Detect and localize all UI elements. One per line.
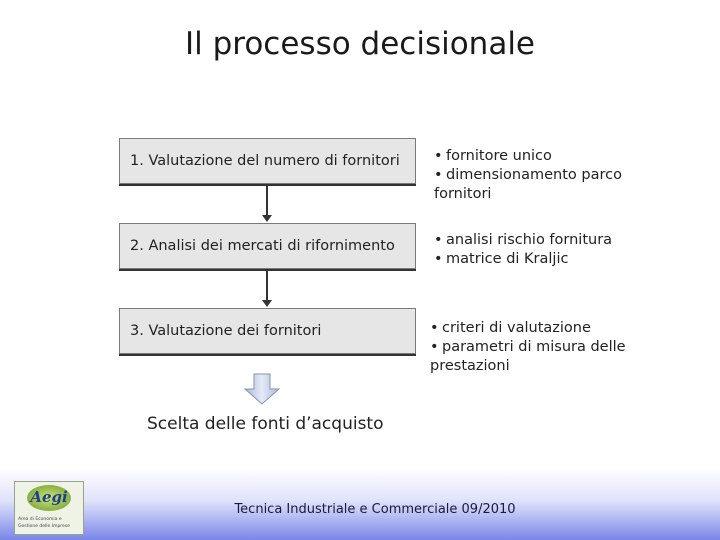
note-item-continuation: fornitori — [434, 186, 492, 202]
aegi-logo: Aegi Area di Economia e Gestione delle I… — [14, 481, 84, 535]
note-item: parametri di misura delle — [430, 338, 650, 357]
note-item: dimensionamento parco — [434, 166, 644, 185]
logo-subtitle: Area di Economia e Gestione delle Impres… — [18, 517, 70, 529]
connector-line-1 — [266, 186, 268, 216]
connector-line-2 — [266, 271, 268, 301]
note-item: matrice di Kraljic — [434, 250, 644, 269]
note-item: criteri di valutazione — [430, 319, 650, 338]
footer-band — [0, 468, 720, 540]
notes-step-2: analisi rischio fornitura matrice di Kra… — [434, 231, 644, 269]
step-box-2: 2. Analisi dei mercati di rifornimento — [119, 223, 416, 269]
result-label: Scelta delle fonti d’acquisto — [147, 414, 384, 434]
block-arrow-down-icon — [243, 373, 281, 405]
logo-emblem-icon — [27, 485, 71, 511]
step-label-2: 2. Analisi dei mercati di rifornimento — [130, 238, 395, 254]
step-box-3: 3. Valutazione dei fornitori — [119, 308, 416, 354]
notes-step-3: criteri di valutazione parametri di misu… — [430, 319, 650, 376]
note-item-continuation: prestazioni — [430, 358, 510, 374]
note-item: fornitore unico — [434, 147, 644, 166]
step-box-1: 1. Valutazione del numero di fornitori — [119, 138, 416, 184]
arrow-down-icon — [262, 300, 272, 307]
slide-title: Il processo decisionale — [184, 26, 536, 62]
footer-caption: Tecnica Industriale e Commerciale 09/201… — [234, 502, 516, 517]
arrow-down-icon — [262, 215, 272, 222]
step-label-1: 1. Valutazione del numero di fornitori — [130, 153, 400, 169]
logo-wordmark: Aegi — [30, 488, 68, 506]
note-item: analisi rischio fornitura — [434, 231, 644, 250]
step-label-3: 3. Valutazione dei fornitori — [130, 323, 322, 339]
notes-step-1: fornitore unico dimensionamento parco fo… — [434, 147, 644, 204]
